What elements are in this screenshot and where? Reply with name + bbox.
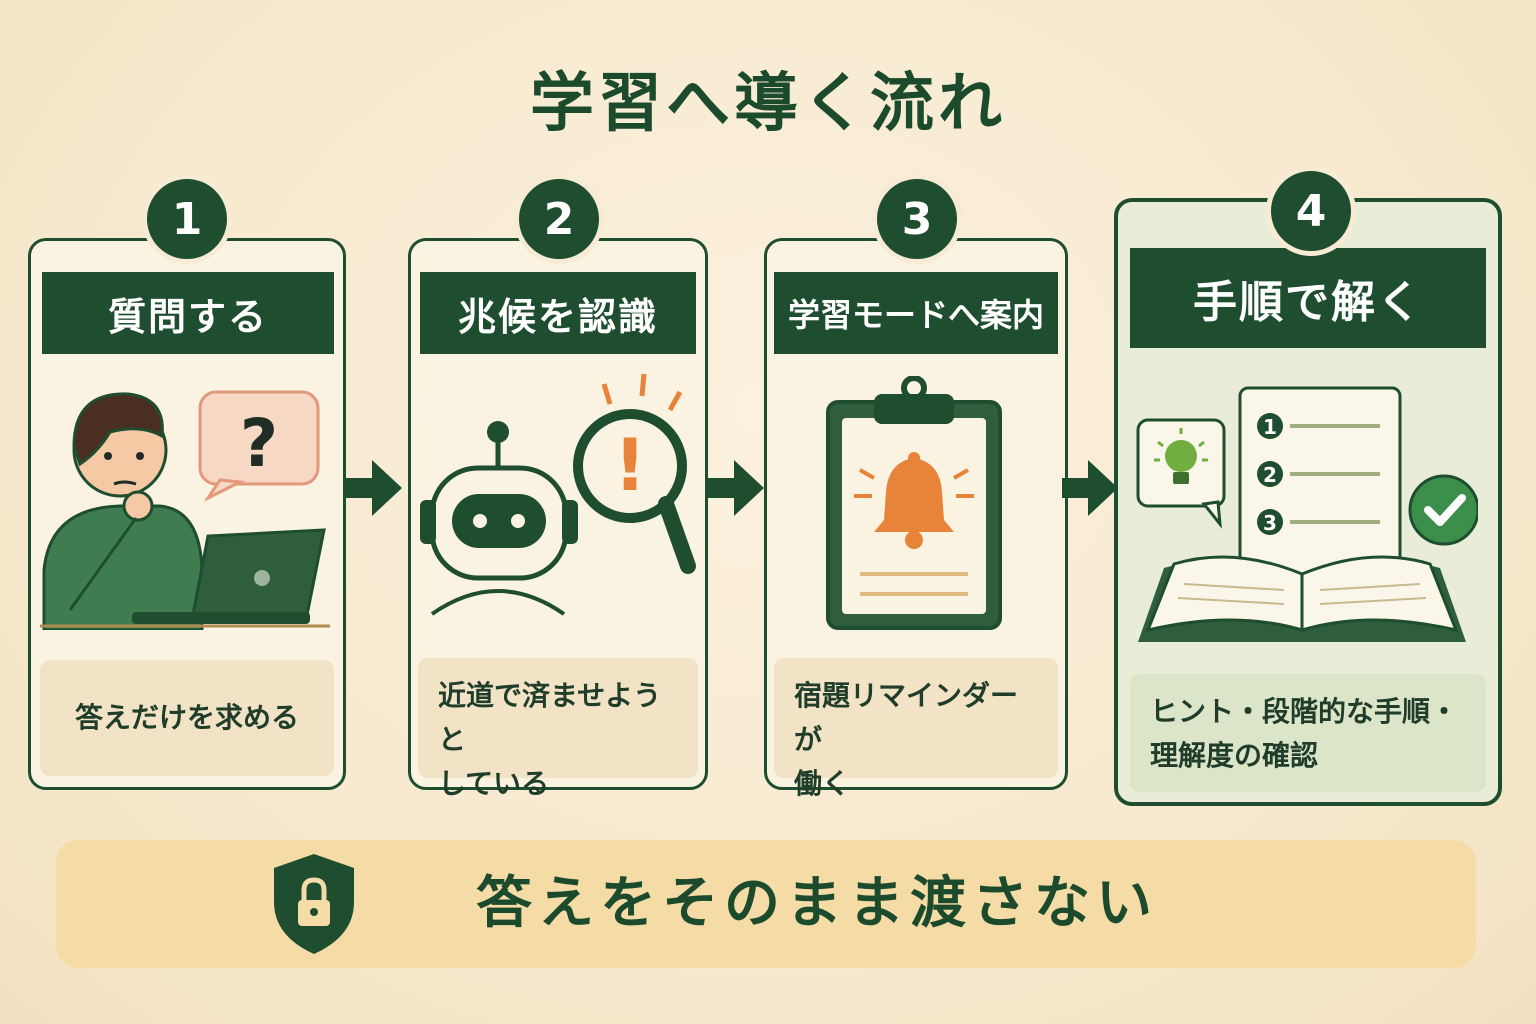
arrow-right-icon — [346, 460, 402, 516]
book-checklist-illustration: 1 2 3 — [1136, 386, 1478, 642]
clipboard-bell-illustration — [826, 376, 1002, 630]
person-laptop-illustration: ? — [40, 390, 330, 630]
step-description-4-line-1: ヒント・段階的な手順・ — [1150, 695, 1459, 728]
question-mark: ? — [240, 405, 278, 482]
step-description-1: 答えだけを求める — [40, 660, 334, 776]
step-badge-2: 2 — [514, 174, 604, 264]
step-description-3: 宿題リマインダーが 働く — [774, 658, 1058, 800]
principle-banner: 答えをそのまま渡さない — [56, 840, 1476, 968]
step-heading-2: 兆候を認識 — [420, 272, 696, 354]
step-heading-4: 手順で解く — [1130, 248, 1486, 348]
step-badge-3: 3 — [872, 174, 962, 264]
shield-lock-icon — [274, 854, 354, 954]
arrow-right-icon — [708, 460, 764, 516]
step-description-4-line-2: 理解度の確認 — [1150, 739, 1319, 772]
step-description-3-line-1: 宿題リマインダーが — [794, 679, 1019, 756]
step-description-4: ヒント・段階的な手順・ 理解度の確認 — [1130, 674, 1486, 792]
page-title: 学習へ導く流れ — [530, 67, 1006, 141]
step-heading-3: 学習モードへ案内 — [774, 272, 1058, 354]
step-description-2: 近道で済ませようと している — [418, 658, 698, 800]
arrow-right-icon — [1062, 460, 1118, 516]
step-description-3-line-2: 働く — [794, 767, 851, 800]
step-badge-1: 1 — [142, 174, 232, 264]
robot-magnifier-illustration: ! — [420, 373, 696, 616]
step-badge-4: 4 — [1266, 166, 1356, 256]
list-number-1: 1 — [1263, 415, 1277, 439]
list-number-3: 3 — [1263, 511, 1277, 535]
step-heading-1: 質問する — [42, 272, 334, 354]
step-description-2-line-2: している — [438, 767, 550, 800]
exclamation-mark: ! — [614, 423, 647, 507]
step-description-2-line-1: 近道で済ませようと — [438, 679, 662, 756]
principle-text: 答えをそのまま渡さない — [476, 871, 1158, 936]
list-number-2: 2 — [1263, 463, 1277, 487]
